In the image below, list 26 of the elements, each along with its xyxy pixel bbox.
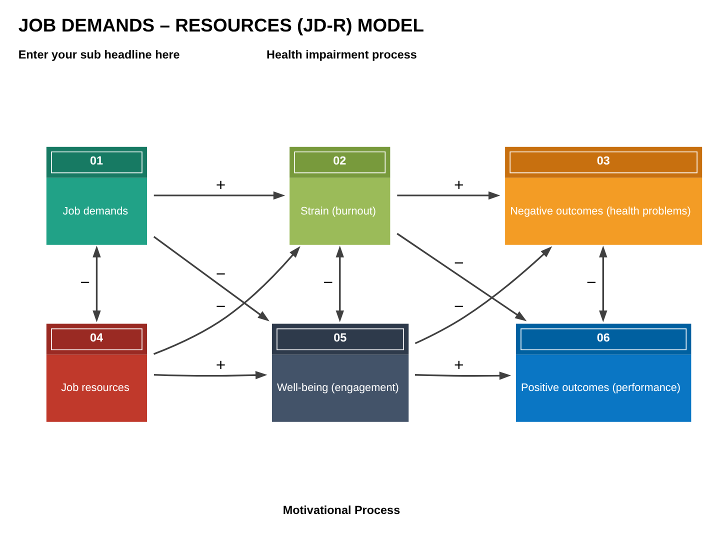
edge-label: −	[216, 264, 226, 283]
arrow	[415, 371, 512, 380]
edge-label: +	[454, 174, 464, 194]
arrow	[336, 245, 344, 322]
edge-label: −	[454, 252, 464, 272]
label: Motivational Process	[282, 503, 400, 516]
arrow	[414, 246, 552, 344]
arrow	[153, 236, 270, 321]
edge-label: −	[216, 296, 226, 316]
arrow	[397, 190, 500, 200]
arrow	[154, 370, 268, 379]
arrow	[153, 246, 300, 354]
arrow	[599, 245, 608, 322]
label: Enter your sub headline here	[18, 48, 180, 62]
edge-label: −	[323, 272, 334, 292]
edge-label: −	[454, 296, 464, 316]
label: Health impairment process	[266, 48, 417, 62]
edge-label: −	[586, 272, 596, 292]
arrow	[396, 232, 527, 321]
arrow	[154, 190, 286, 200]
edge-label: −	[80, 272, 90, 292]
arrow	[92, 245, 101, 322]
edge-label: +	[216, 355, 226, 374]
diagram-title: JOB DEMANDS – RESOURCES (JD-R) MODEL	[18, 14, 424, 36]
edge-label: +	[216, 174, 226, 194]
edge-label: +	[454, 355, 464, 374]
